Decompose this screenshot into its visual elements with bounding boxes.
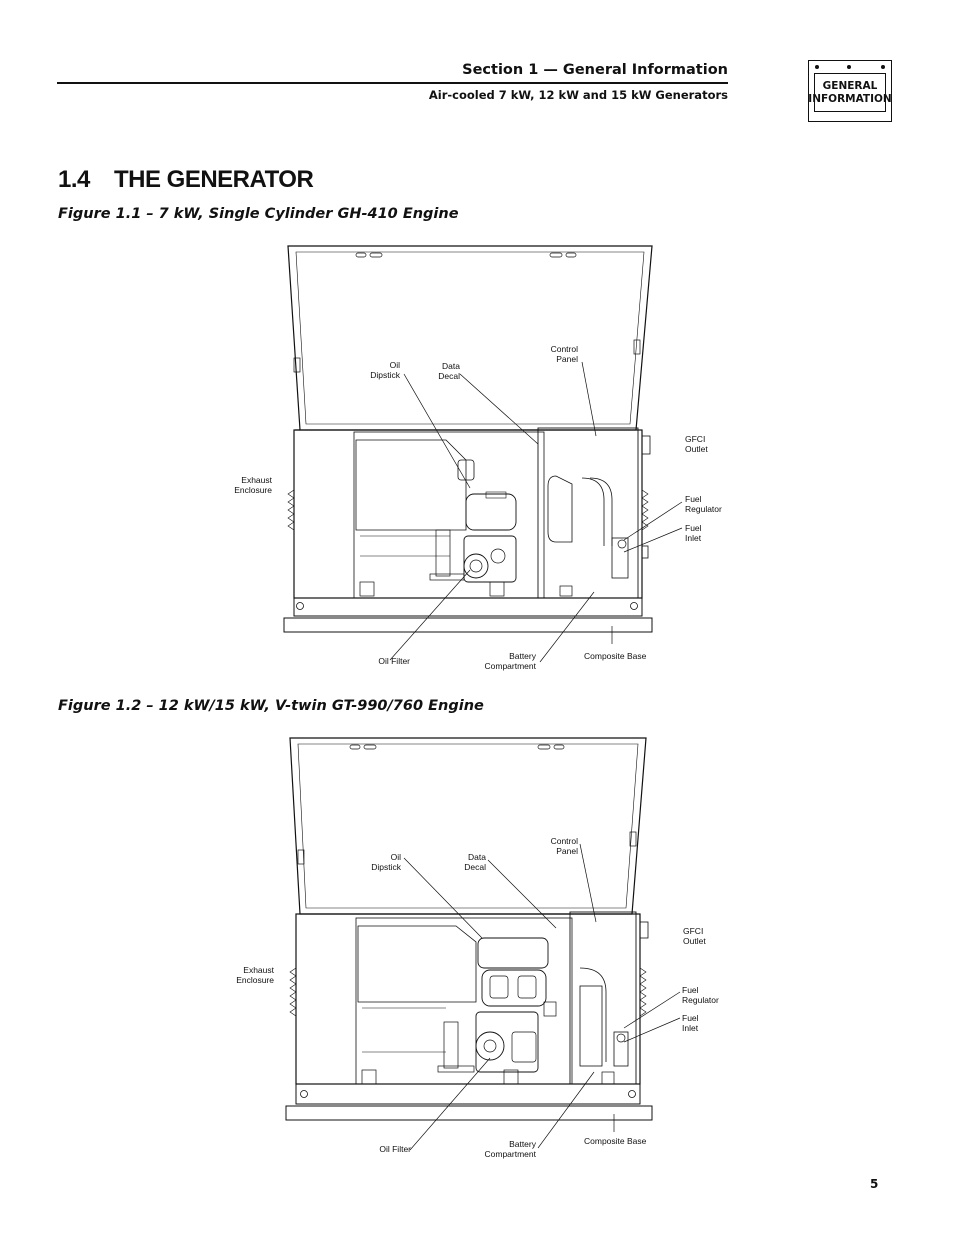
- label-fuel-regulator: Fuel Regulator: [685, 494, 722, 514]
- leader-control-panel: [581, 361, 597, 437]
- leader-fuel-regulator: [623, 501, 683, 541]
- leader-data-decal: [459, 373, 539, 445]
- enclosure-lid: [287, 245, 653, 431]
- label-oil-filter: Oil Filter: [379, 1144, 411, 1154]
- document-subtitle: Air-cooled 7 kW, 12 kW and 15 kW Generat…: [428, 88, 728, 102]
- tab-rivet-icon: [815, 65, 819, 69]
- section-heading: Section 1 — General Information: [462, 62, 728, 78]
- label-composite-base: Composite Base: [584, 651, 647, 661]
- leader-oil-dipstick: [403, 373, 471, 489]
- section-tab: GENERAL INFORMATION: [808, 60, 892, 122]
- leader-control-panel: [579, 843, 597, 923]
- enclosure-body: [293, 429, 643, 599]
- leader-data-decal: [487, 859, 557, 929]
- figure-caption: Figure 1.1 – 7 kW, Single Cylinder GH-41…: [58, 206, 459, 222]
- label-battery-compartment: Battery Compartment: [484, 651, 537, 671]
- leader-oil-dipstick: [403, 857, 483, 939]
- label-control-panel: Control Panel: [550, 344, 578, 364]
- figure-caption: Figure 1.2 – 12 kW/15 kW, V-twin GT-990/…: [58, 698, 484, 714]
- generator-illustration: [285, 737, 681, 1151]
- label-composite-base: Composite Base: [584, 1136, 647, 1146]
- page-number: 5: [870, 1177, 879, 1191]
- leader-oil-filter: [409, 1057, 491, 1151]
- header-rule: [57, 82, 728, 84]
- label-fuel-inlet: Fuel Inlet: [682, 1013, 699, 1033]
- title-number: 1.4: [58, 166, 90, 193]
- enclosure-body: [295, 913, 641, 1085]
- label-data-decal: Data Decal: [438, 361, 460, 381]
- title-text: THE GENERATOR: [114, 166, 314, 193]
- label-exhaust-enclosure: Exhaust Enclosure: [234, 475, 272, 495]
- label-gfci-outlet: GFCI Outlet: [683, 926, 706, 946]
- label-exhaust-enclosure: Exhaust Enclosure: [236, 965, 274, 985]
- leader-fuel-regulator: [623, 991, 681, 1029]
- label-oil-dipstick: Oil Dipstick: [370, 360, 400, 380]
- label-battery-compartment: Battery Compartment: [484, 1139, 537, 1159]
- leader-fuel-inlet: [623, 527, 683, 553]
- leader-fuel-inlet: [623, 1017, 681, 1043]
- page-title: 1.4 THE GENERATOR: [58, 166, 314, 194]
- label-oil-filter: Oil Filter: [378, 656, 410, 666]
- leader-battery-compartment: [537, 1071, 595, 1149]
- label-gfci-outlet: GFCI Outlet: [685, 434, 708, 454]
- figure-generator-7kw: Oil Dipstick Data Decal Control Panel GF…: [220, 240, 760, 680]
- tab-rivet-icon: [881, 65, 885, 69]
- leader-oil-filter: [389, 569, 471, 661]
- label-fuel-regulator: Fuel Regulator: [682, 985, 719, 1005]
- label-data-decal: Data Decal: [464, 852, 486, 872]
- label-oil-dipstick: Oil Dipstick: [371, 852, 401, 872]
- leader-battery-compartment: [539, 591, 595, 663]
- tab-rivet-icon: [847, 65, 851, 69]
- label-control-panel: Control Panel: [550, 836, 578, 856]
- enclosure-lid: [289, 737, 647, 915]
- label-fuel-inlet: Fuel Inlet: [685, 523, 702, 543]
- generator-illustration: [283, 245, 683, 663]
- figure-generator-12-15kw: Oil Dipstick Data Decal Control Panel GF…: [220, 732, 760, 1172]
- section-tab-label: GENERAL INFORMATION: [808, 73, 892, 112]
